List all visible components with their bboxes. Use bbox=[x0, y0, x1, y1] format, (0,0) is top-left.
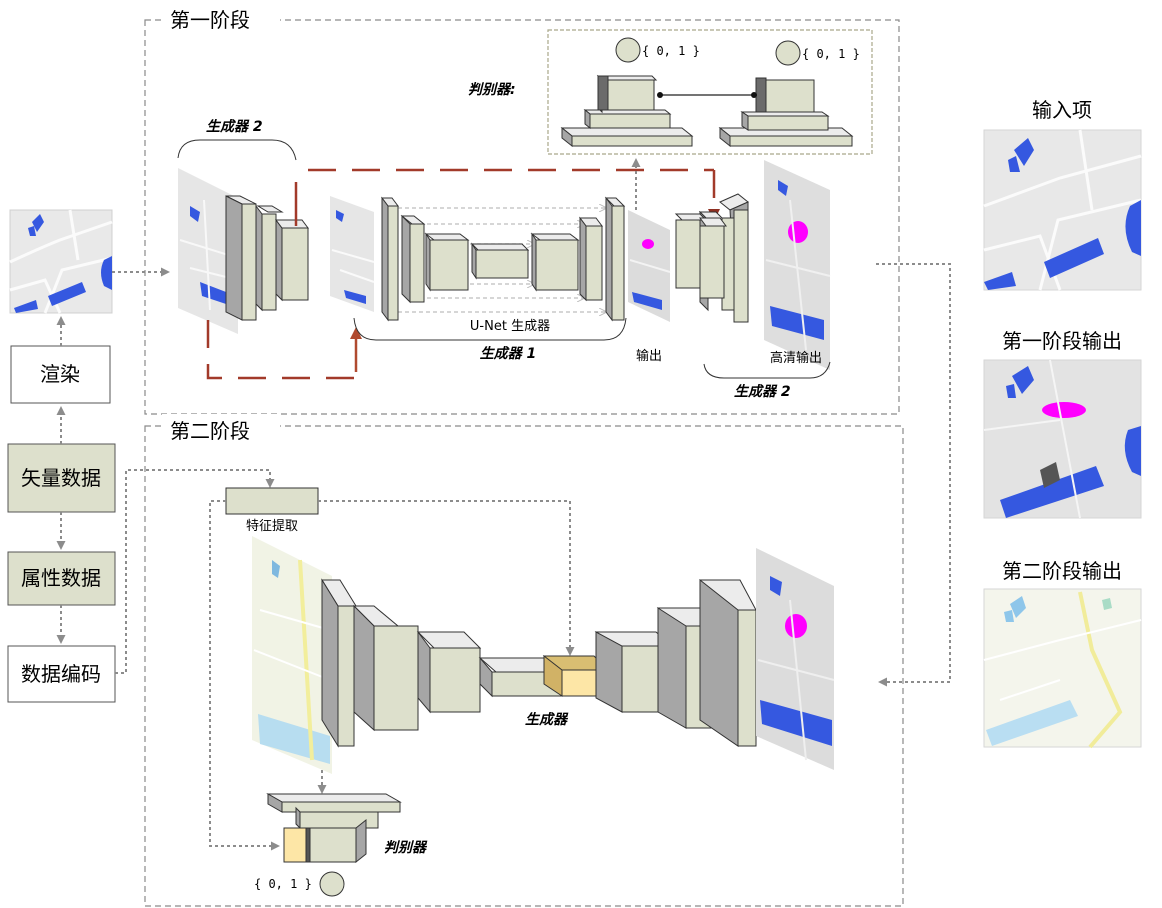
stage1-frame bbox=[144, 19, 900, 415]
right-stage1-output-map bbox=[983, 359, 1142, 519]
stage2-binary-circle bbox=[319, 871, 345, 897]
stage1-discriminator-2 bbox=[718, 77, 854, 148]
right-input-map bbox=[983, 129, 1142, 291]
vector-data-label: 矢量数据 bbox=[21, 466, 101, 490]
stage1-red-dashed-path bbox=[206, 168, 720, 380]
left-input-map bbox=[9, 209, 113, 314]
generator2-top-label: 生成器 2 bbox=[206, 118, 263, 135]
stage2-binary-text: { 0, 1 } bbox=[254, 877, 312, 891]
vector-data-box bbox=[7, 443, 116, 513]
hd-output-label: 高清输出 bbox=[770, 350, 822, 366]
input-label: 输入项 bbox=[1032, 98, 1092, 122]
stage1-output-title: 第一阶段输出 bbox=[1002, 329, 1122, 353]
stage2-title: 第二阶段 bbox=[170, 419, 250, 443]
stage1-gen2-decoder bbox=[674, 193, 749, 323]
feature-extraction-label: 特征提取 bbox=[246, 518, 298, 534]
render-label: 渲染 bbox=[40, 362, 80, 386]
stage1-unet-input-map bbox=[330, 196, 375, 312]
generator2-bottom-label: 生成器 2 bbox=[734, 383, 791, 400]
left-connectors bbox=[56, 267, 275, 674]
stage2-frame bbox=[144, 425, 904, 907]
generator1-label: 生成器 1 bbox=[480, 345, 537, 362]
generator2-top-brace bbox=[177, 139, 297, 161]
data-encoding-label: 数据编码 bbox=[21, 662, 101, 686]
stage2-output-map bbox=[756, 548, 835, 770]
stage2-input-map bbox=[252, 536, 332, 774]
unet-blocks bbox=[381, 196, 626, 322]
attribute-data-label: 属性数据 bbox=[21, 566, 101, 590]
stage1-output-map bbox=[628, 210, 671, 322]
stage1-output-label: 输出 bbox=[636, 348, 662, 364]
stage1-right-connector bbox=[876, 263, 951, 687]
unet-brace bbox=[353, 317, 627, 341]
unet-label: U-Net 生成器 bbox=[470, 319, 550, 334]
stage1-binary-a-circle bbox=[615, 37, 641, 63]
feature-extraction-connectors bbox=[209, 500, 575, 851]
attribute-data-box bbox=[7, 551, 116, 606]
stage2-generator-blocks bbox=[321, 578, 757, 748]
stage1-binary-b-circle bbox=[775, 40, 801, 66]
stage1-hd-output-map bbox=[764, 160, 831, 370]
stage1-discriminator-1 bbox=[560, 74, 694, 148]
stage2-generator-label: 生成器 bbox=[525, 711, 569, 728]
stage1-binary-a-text: { 0, 1 } bbox=[642, 44, 700, 58]
stage1-discriminator-label: 判别器: bbox=[468, 82, 516, 98]
stage1-binary-b-text: { 0, 1 } bbox=[802, 47, 860, 61]
render-box bbox=[10, 345, 111, 404]
stage2-discriminator bbox=[266, 793, 402, 864]
generator2-bottom-brace bbox=[703, 361, 831, 379]
stage2-output-title: 第二阶段输出 bbox=[1002, 559, 1122, 583]
stage2-discriminator-label: 判别器 bbox=[384, 840, 428, 856]
feature-extraction-box bbox=[225, 487, 319, 515]
data-encoding-box bbox=[7, 645, 116, 703]
stage1-gen2-encoder bbox=[225, 195, 309, 321]
stage1-title: 第一阶段 bbox=[170, 8, 250, 32]
right-stage2-output-map bbox=[983, 588, 1142, 749]
